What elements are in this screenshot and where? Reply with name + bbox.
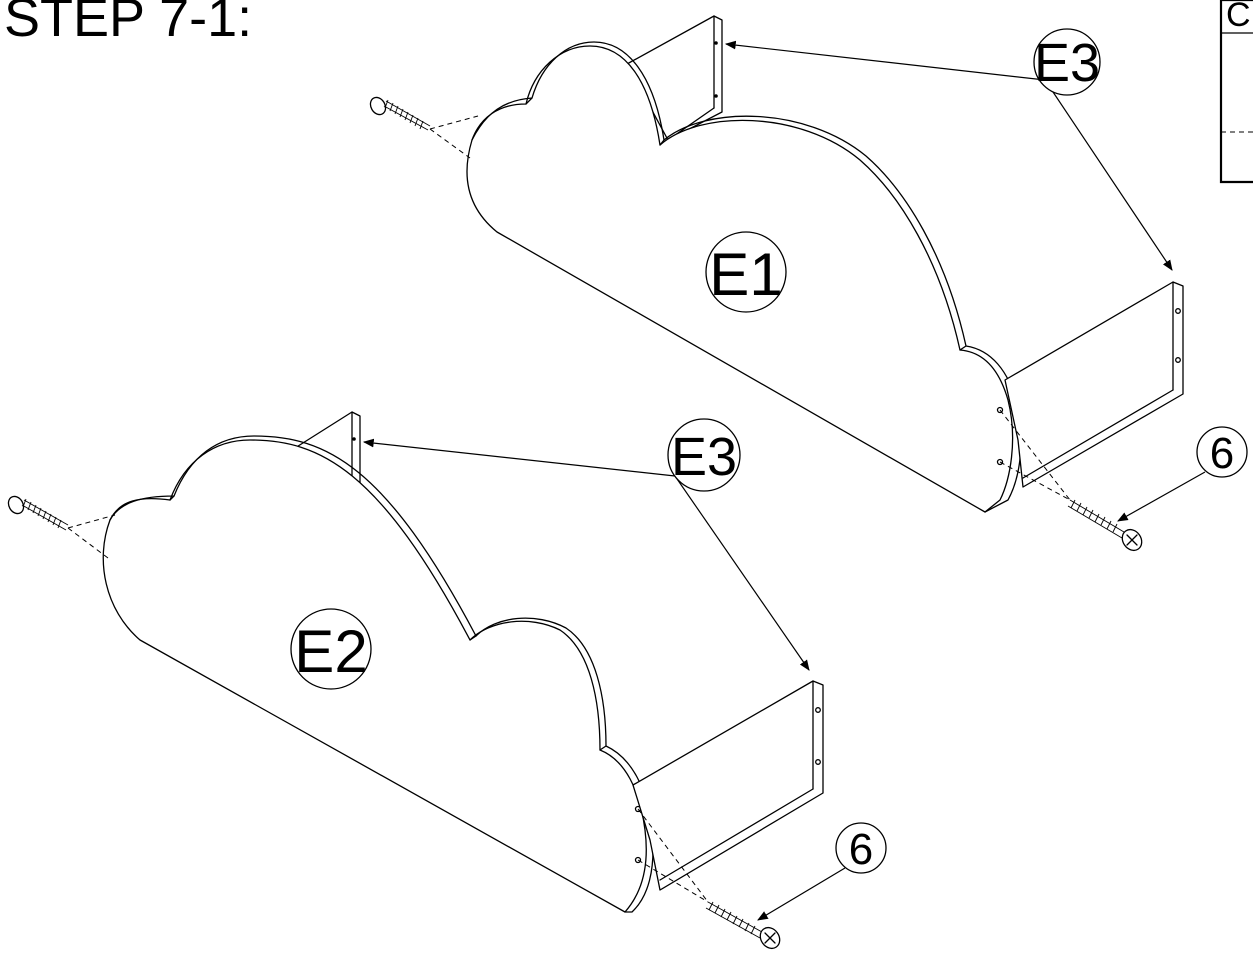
screw-part6-bottom <box>637 808 781 950</box>
label-6-top: 6 <box>1196 426 1248 478</box>
label-e2-text: E2 <box>294 618 367 685</box>
label-e3-top-text: E3 <box>1034 33 1100 93</box>
label-e3-top: E3 <box>1033 28 1101 96</box>
upper-assembly: E3 E1 6 <box>369 15 1248 552</box>
panel-e2 <box>102 435 654 913</box>
screw-part6-top <box>999 409 1143 552</box>
board-e3-right-bottom <box>632 680 824 891</box>
label-e3-bottom: E3 <box>667 418 741 492</box>
label-e3-bottom-text: E3 <box>671 427 737 487</box>
screw-left-bottom <box>7 495 116 559</box>
board-e3-right-top <box>1004 281 1184 488</box>
part-list-box-fragment: C <box>1219 0 1253 184</box>
part-list-box-letter: C <box>1226 0 1251 34</box>
label-6-bottom-text: 6 <box>849 825 873 874</box>
label-e1-text: E1 <box>709 241 782 308</box>
step-title: STEP 7-1: <box>4 0 253 48</box>
lower-assembly: E3 E2 6 <box>7 411 887 950</box>
label-e1: E1 <box>705 231 787 313</box>
screw-left-top <box>369 96 479 159</box>
label-6-bottom: 6 <box>835 822 887 874</box>
label-6-top-text: 6 <box>1210 429 1234 478</box>
label-e2: E2 <box>290 608 372 690</box>
